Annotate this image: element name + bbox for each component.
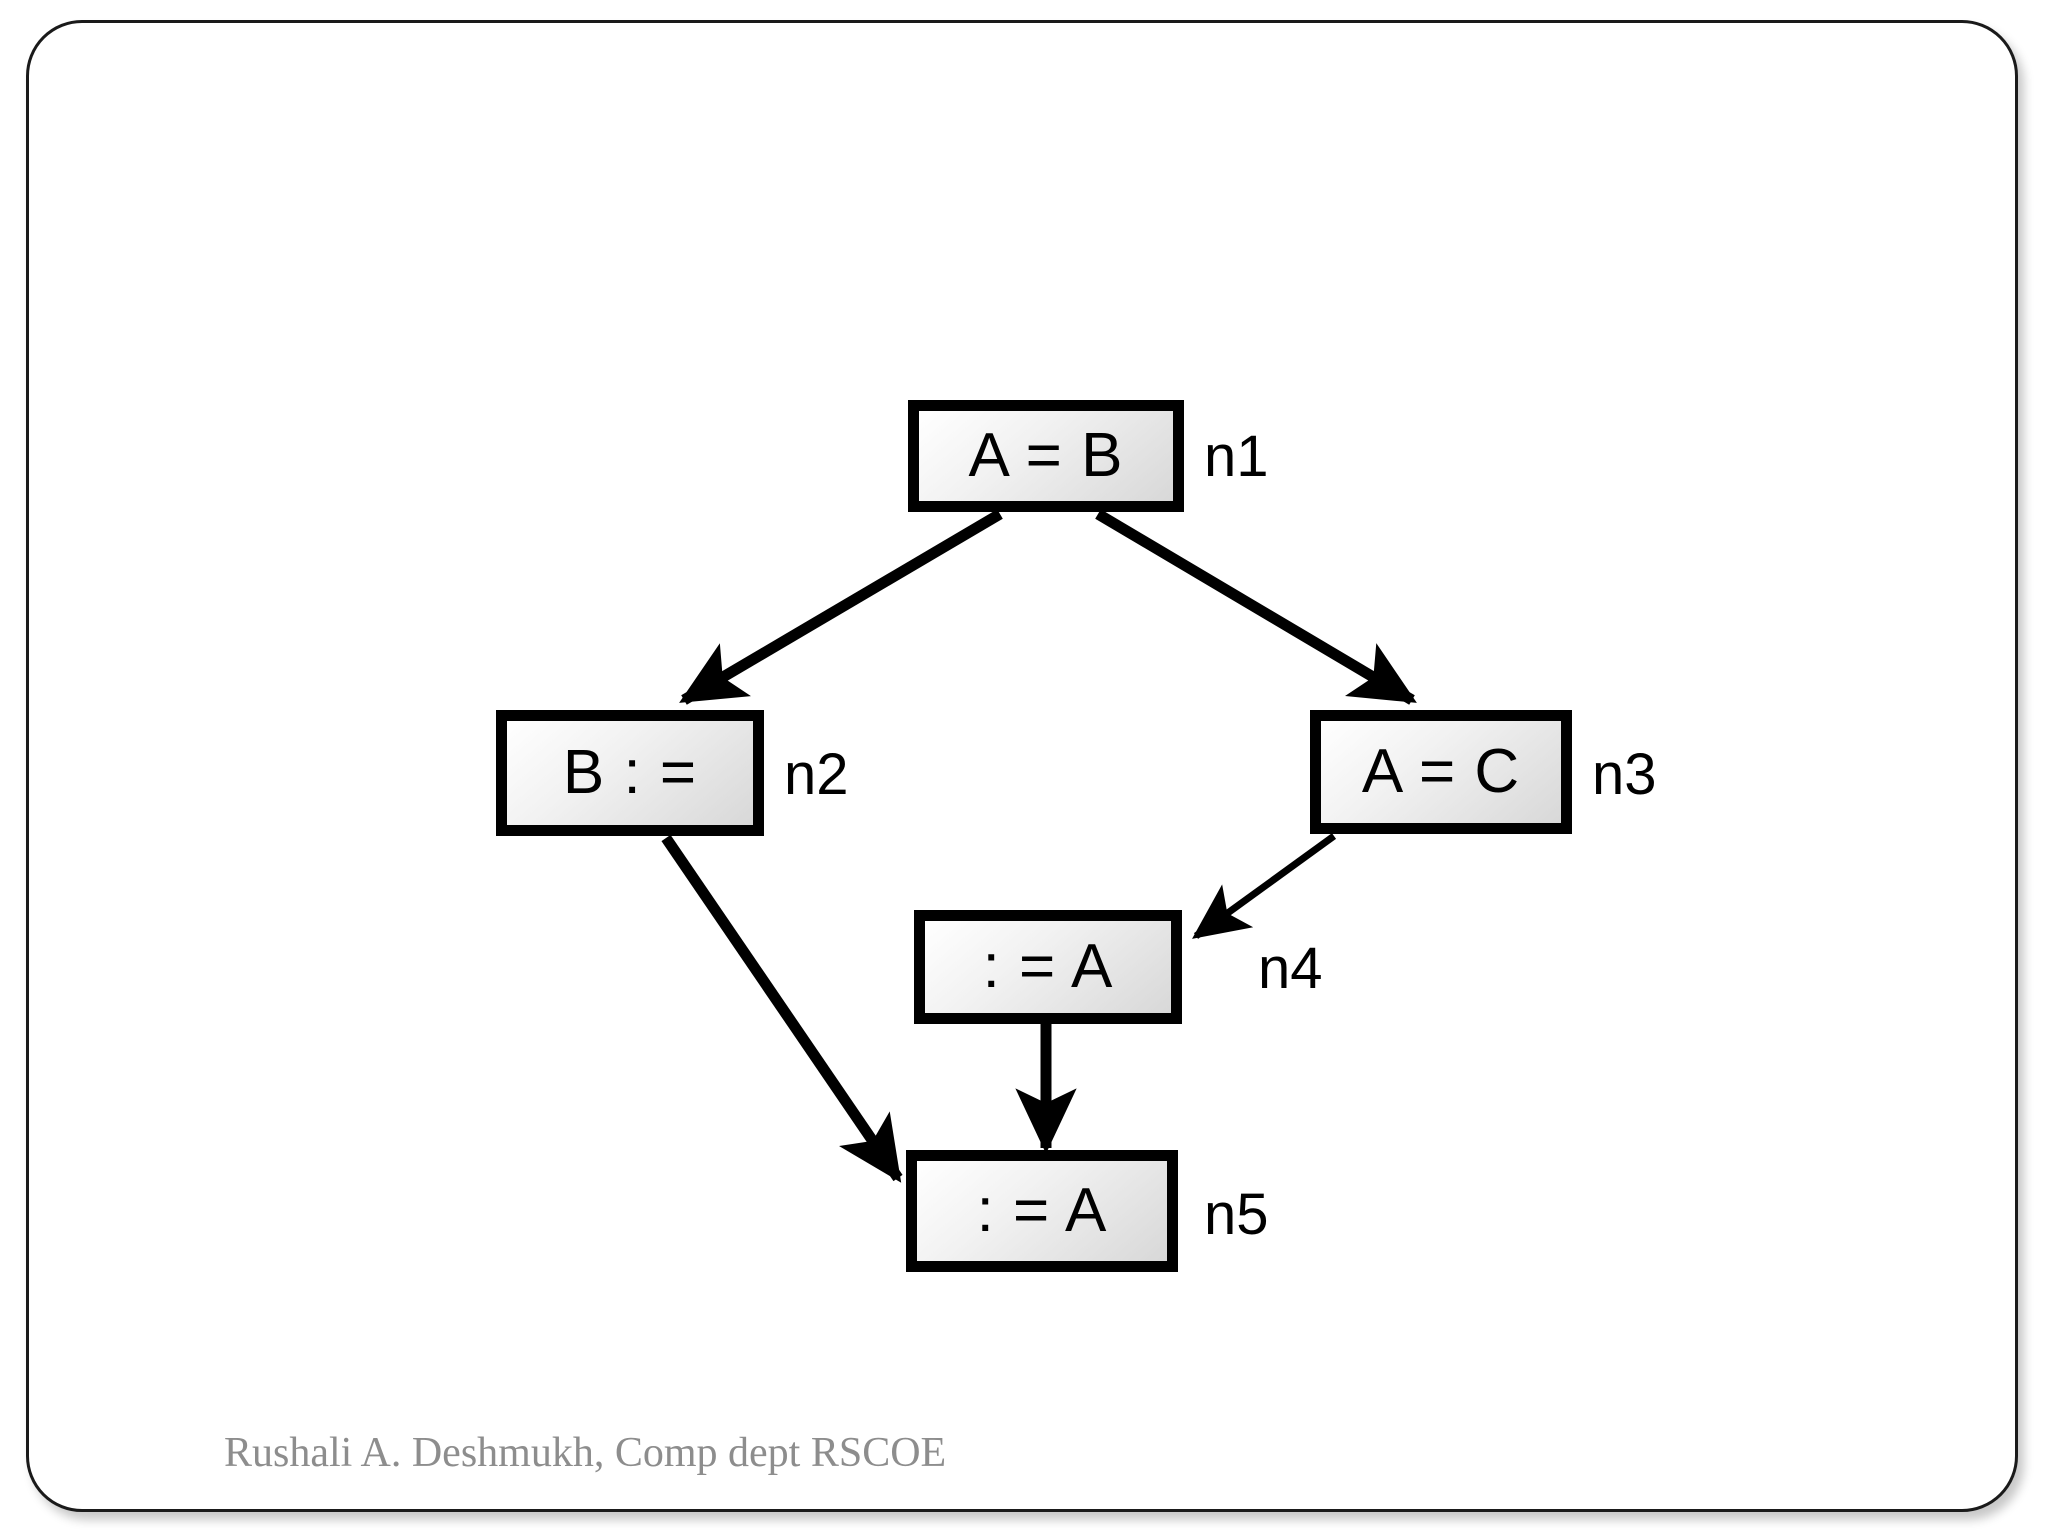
edge-n2-n5	[661, 834, 903, 1183]
edge-n1-n2	[679, 509, 1003, 705]
node-n5[interactable]: : = A	[906, 1150, 1178, 1272]
node-label-n1: n1	[1204, 424, 1269, 489]
node-n1[interactable]: A = B	[908, 400, 1184, 512]
slide-footer: Rushali A. Deshmukh, Comp dept RSCOE	[224, 1430, 947, 1476]
node-n2[interactable]: B : =	[496, 710, 764, 836]
node-n3[interactable]: A = C	[1310, 710, 1572, 834]
edge-n3-n4	[1192, 833, 1337, 939]
node-label-n4: n4	[1258, 936, 1323, 1001]
node-label-n3: n3	[1592, 742, 1657, 807]
edge-n1-n3	[1095, 509, 1417, 705]
node-label-n5: n5	[1204, 1182, 1269, 1247]
node-n4[interactable]: : = A	[914, 910, 1182, 1024]
node-label-n2: n2	[784, 742, 849, 807]
